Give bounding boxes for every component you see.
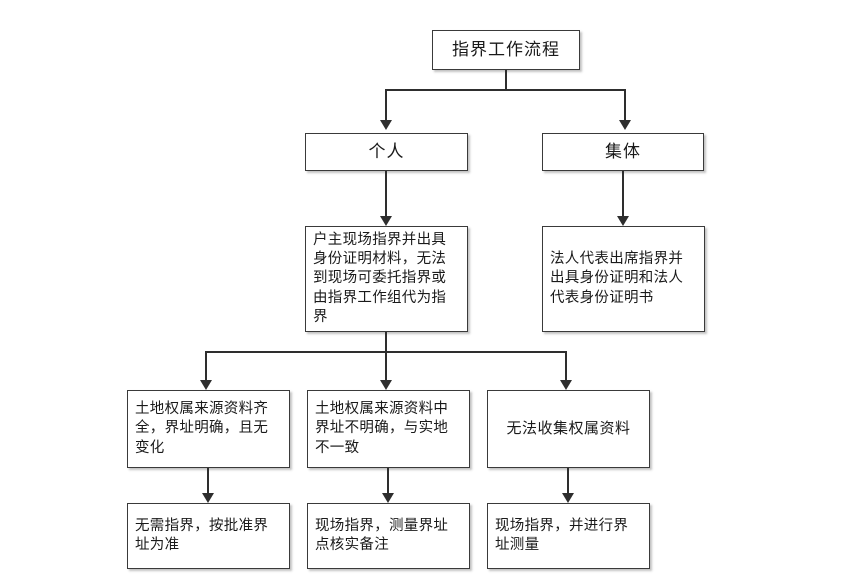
node-case-unclear-label: 土地权属来源资料中界址不明确，与实地不一致: [315, 401, 449, 456]
connector-root-to-individual: [385, 89, 387, 121]
node-result-unclear-label: 现场指界，测量界址点核实备注: [315, 517, 449, 553]
node-root[interactable]: 指界工作流程: [432, 30, 580, 70]
arrowhead-case-complete: [200, 380, 212, 390]
connector-collective-down: [622, 171, 624, 217]
node-result-missing[interactable]: 现场指界，并进行界址测量: [487, 503, 650, 569]
node-case-complete[interactable]: 土地权属来源资料齐全，界址明确，且无变化: [127, 390, 290, 468]
node-result-missing-label: 现场指界，并进行界址测量: [495, 517, 629, 553]
node-collective-detail[interactable]: 法人代表出席指界并出具身份证明和法人代表身份证明书: [542, 226, 705, 332]
connector-unclear-down: [387, 468, 389, 494]
node-individual-detail[interactable]: 户主现场指界并出具身份证明材料，无法到现场可委托指界或由指界工作组代为指界: [305, 226, 468, 332]
node-case-missing-label: 无法收集权属资料: [506, 419, 631, 438]
arrowhead-collective-detail: [617, 216, 629, 226]
connector-branch-middle: [385, 351, 387, 381]
node-result-complete[interactable]: 无需指界，按批准界址为准: [127, 503, 290, 569]
arrowhead-to-individual: [380, 120, 392, 130]
node-collective-label: 集体: [605, 141, 641, 162]
arrowhead-individual-detail: [380, 216, 392, 226]
connector-branch-left: [205, 351, 207, 381]
connector-root-to-collective: [624, 89, 626, 121]
node-result-unclear[interactable]: 现场指界，测量界址点核实备注: [307, 503, 470, 569]
connector-complete-down: [207, 468, 209, 494]
arrowhead-case-missing: [560, 380, 572, 390]
node-case-missing[interactable]: 无法收集权属资料: [487, 390, 650, 468]
node-individual[interactable]: 个人: [305, 133, 468, 171]
arrowhead-result-unclear: [382, 493, 394, 503]
arrowhead-result-missing: [562, 493, 574, 503]
connector-root-bar: [385, 89, 626, 91]
node-root-label: 指界工作流程: [452, 39, 560, 60]
node-case-complete-label: 土地权属来源资料齐全，界址明确，且无变化: [135, 401, 269, 456]
node-result-complete-label: 无需指界，按批准界址为准: [135, 517, 269, 553]
node-collective-detail-label: 法人代表出席指界并出具身份证明和法人代表身份证明书: [550, 251, 684, 306]
connector-missing-down: [567, 468, 569, 494]
arrowhead-result-complete: [202, 493, 214, 503]
arrowhead-to-collective: [619, 120, 631, 130]
connector-individual-down: [385, 171, 387, 217]
node-collective[interactable]: 集体: [542, 133, 704, 171]
connector-root-stem: [505, 70, 507, 90]
node-individual-detail-label: 户主现场指界并出具身份证明材料，无法到现场可委托指界或由指界工作组代为指界: [313, 232, 447, 325]
arrowhead-case-unclear: [380, 380, 392, 390]
node-case-unclear[interactable]: 土地权属来源资料中界址不明确，与实地不一致: [307, 390, 470, 468]
connector-branch-right: [565, 351, 567, 381]
connector-detail-stem: [385, 332, 387, 352]
node-individual-label: 个人: [368, 141, 405, 162]
